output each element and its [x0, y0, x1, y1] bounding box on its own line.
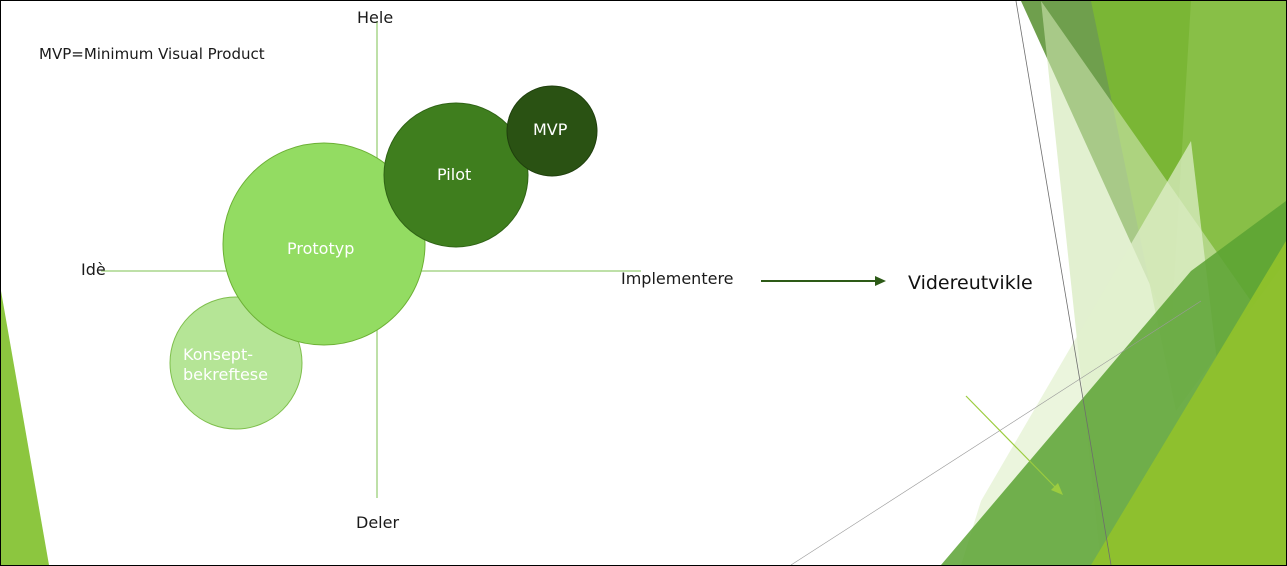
bubble-label-prototyp: Prototyp — [287, 239, 355, 258]
next-step-label: Videreutvikle — [908, 272, 1033, 294]
bubble-konseptbekreftese — [169, 296, 303, 430]
bubble-pilot — [383, 102, 529, 248]
deco-left-wedge — [1, 291, 49, 565]
axis-label-bottom: Deler — [356, 513, 400, 532]
axis-label-right: Implementere — [621, 269, 734, 288]
deco-thin-line-1 — [1015, 1, 1112, 565]
axis-label-left: Idè — [81, 260, 106, 279]
bubble-label-mvp: MVP — [533, 120, 568, 139]
bubble-label-konseptbekreftese: Konsept- bekreftese — [183, 345, 268, 384]
bubble-label-pilot: Pilot — [437, 165, 472, 184]
deco-thin-line-2 — [790, 300, 1202, 565]
progress-arrow-head — [875, 276, 886, 286]
bubble-mvp — [506, 85, 598, 177]
deco-arrow-line — [965, 395, 1060, 492]
deco-arrow-head — [1051, 483, 1063, 495]
deco-bottom-lime — [1091, 241, 1286, 565]
axis-label-top: Hele — [357, 8, 394, 27]
bubble-prototyp — [222, 142, 426, 346]
mvp-definition-note: MVP=Minimum Visual Product — [39, 45, 265, 63]
